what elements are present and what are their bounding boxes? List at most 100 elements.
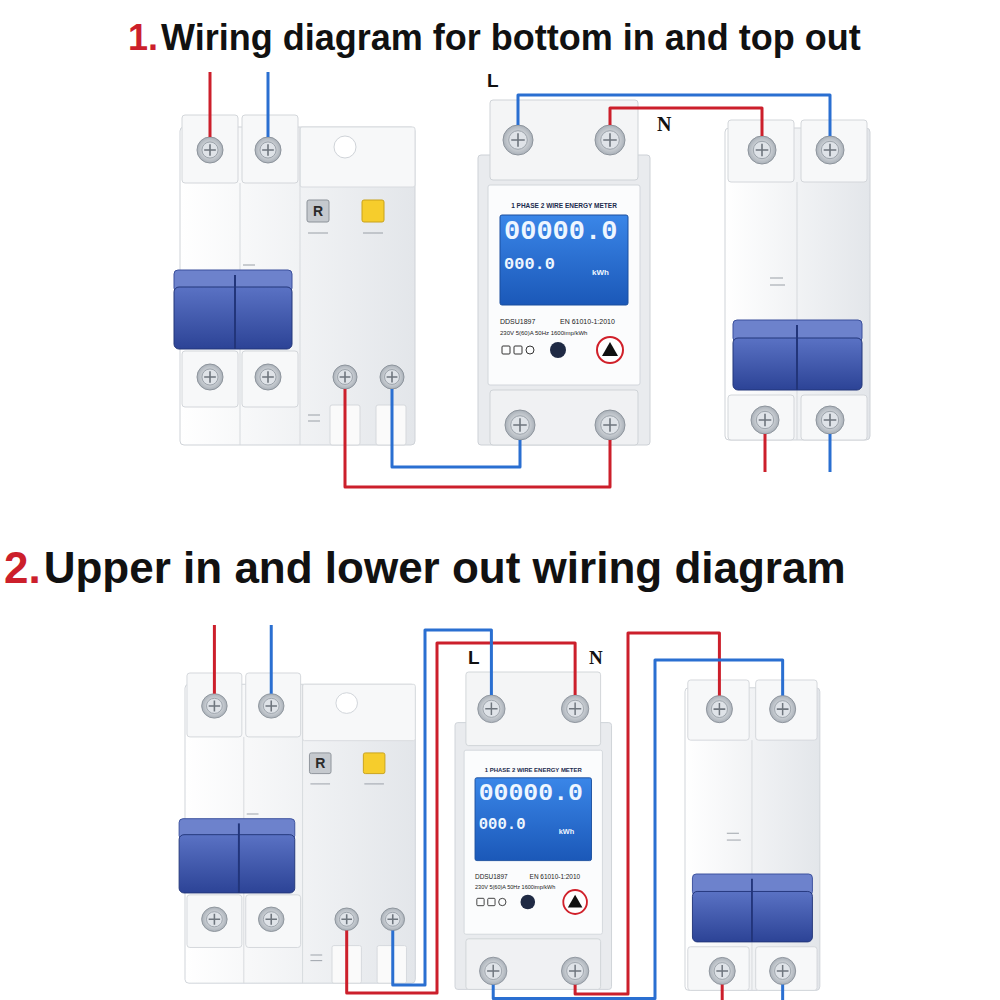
line-terminal-label: L <box>487 71 499 90</box>
screw-head <box>483 700 500 717</box>
rcbo-breaker <box>174 115 415 445</box>
screw-head <box>207 698 223 713</box>
screw-slot <box>759 414 772 427</box>
screw-head <box>714 963 730 980</box>
screw-rim <box>480 957 507 985</box>
screw-rim <box>709 957 735 984</box>
terminal-block <box>466 939 601 990</box>
button-label: R <box>315 756 325 770</box>
screw-slot <box>714 703 726 715</box>
terminal-screw <box>561 957 588 985</box>
screw-head <box>567 700 584 717</box>
power-reading-box: 000.0 <box>479 815 526 834</box>
section-heading-box: Wiring diagram for bottom in and top out <box>161 20 861 56</box>
screw-slot <box>603 133 617 147</box>
terminal-cap <box>246 673 301 737</box>
screw-slot <box>569 965 581 977</box>
print-mark <box>310 955 322 956</box>
screw-head <box>263 912 279 927</box>
energy-reading: 00000.0 <box>479 781 583 806</box>
terminal-screw <box>503 125 533 155</box>
meter-title: 1 PHASE 2 WIRE ENERGY METER <box>511 203 617 210</box>
terminal-cap <box>756 947 817 991</box>
pulse-led <box>521 895 536 910</box>
screw-rim <box>706 696 732 723</box>
status-icon <box>526 346 534 354</box>
terminal-screw <box>478 695 505 723</box>
screw-rim <box>561 957 588 985</box>
terminal-cap <box>801 395 867 440</box>
section-heading-box: Upper in and lower out wiring diagram <box>44 546 846 590</box>
button-label: R <box>313 204 323 218</box>
screw-head <box>202 142 218 158</box>
rcbo-breaker <box>179 673 415 983</box>
rating-text: 230V 5(60)A 50Hz 1600imp/kWh <box>500 330 587 336</box>
screw-head <box>385 912 400 926</box>
power-reading-box: 000.0 <box>504 255 555 273</box>
screw-head <box>756 411 773 428</box>
model-number: DDSU1897 <box>500 318 535 325</box>
button-label-box: R <box>307 200 329 222</box>
page-button <box>563 890 587 914</box>
terminal-screw <box>381 908 405 931</box>
blue-wire <box>493 660 782 999</box>
status-icon <box>477 898 484 905</box>
module-divider <box>797 182 798 440</box>
terminal-screw <box>748 136 776 164</box>
screw-rim <box>748 136 776 164</box>
energy-reading: 00000.0 <box>504 219 617 246</box>
model-number: DDSU1897 <box>475 874 508 880</box>
button-arrow <box>568 895 583 908</box>
rcd-top <box>300 127 415 187</box>
neutral-terminal-label-box: N <box>589 648 603 668</box>
terminal-cap <box>801 120 867 182</box>
section-number: 1. <box>128 20 158 56</box>
breaker-handle <box>174 287 292 349</box>
screw-slot <box>266 700 277 711</box>
terminal-screw <box>816 406 844 434</box>
meter-face <box>488 185 640 385</box>
terminal-cap <box>242 115 298 183</box>
red-wire <box>610 108 762 136</box>
screw-slot <box>266 914 277 925</box>
red-wire <box>764 434 767 472</box>
terminal-screw <box>595 410 625 440</box>
screw-slot <box>569 703 581 715</box>
screw-head <box>207 912 223 927</box>
mcb-breaker <box>725 120 870 440</box>
print-mark <box>364 783 384 784</box>
meter-title-box: 1 PHASE 2 WIRE ENERGY METER <box>488 194 640 212</box>
terminal-screw <box>197 137 223 163</box>
terminal-screw <box>259 907 284 931</box>
handle-split <box>234 275 236 349</box>
screw-rim <box>595 125 625 155</box>
screw-head <box>339 912 354 926</box>
terminal-screw <box>202 907 227 931</box>
section-heading: Upper in and lower out wiring diagram <box>44 546 846 590</box>
handle-split <box>751 879 753 942</box>
section-heading: Wiring diagram for bottom in and top out <box>161 20 861 56</box>
screw-slot <box>513 418 527 432</box>
screw-rim <box>197 364 223 390</box>
neutral-terminal-label: N <box>589 648 603 667</box>
screw-rim <box>595 410 625 440</box>
standard-number-box: EN 61010-1:2010 <box>560 310 615 328</box>
blue-wire <box>781 985 784 1000</box>
module-divider <box>302 684 303 983</box>
print-mark <box>363 233 383 234</box>
screw-rim <box>255 364 281 390</box>
print-mark <box>770 278 783 279</box>
terminal-screw <box>751 406 779 434</box>
terminal-screw <box>333 365 357 389</box>
screw-rim <box>380 365 404 389</box>
screw-slot <box>341 914 352 924</box>
section-number: 2. <box>4 546 41 590</box>
screw-slot <box>204 144 216 156</box>
screw-rim <box>335 908 359 931</box>
terminal-cap <box>182 351 238 407</box>
terminal-screw <box>255 364 281 390</box>
screw-rim <box>503 125 533 155</box>
meter-body <box>455 723 612 990</box>
indicator-window <box>334 136 356 158</box>
energy-reading-box: 00000.0 <box>479 781 583 806</box>
